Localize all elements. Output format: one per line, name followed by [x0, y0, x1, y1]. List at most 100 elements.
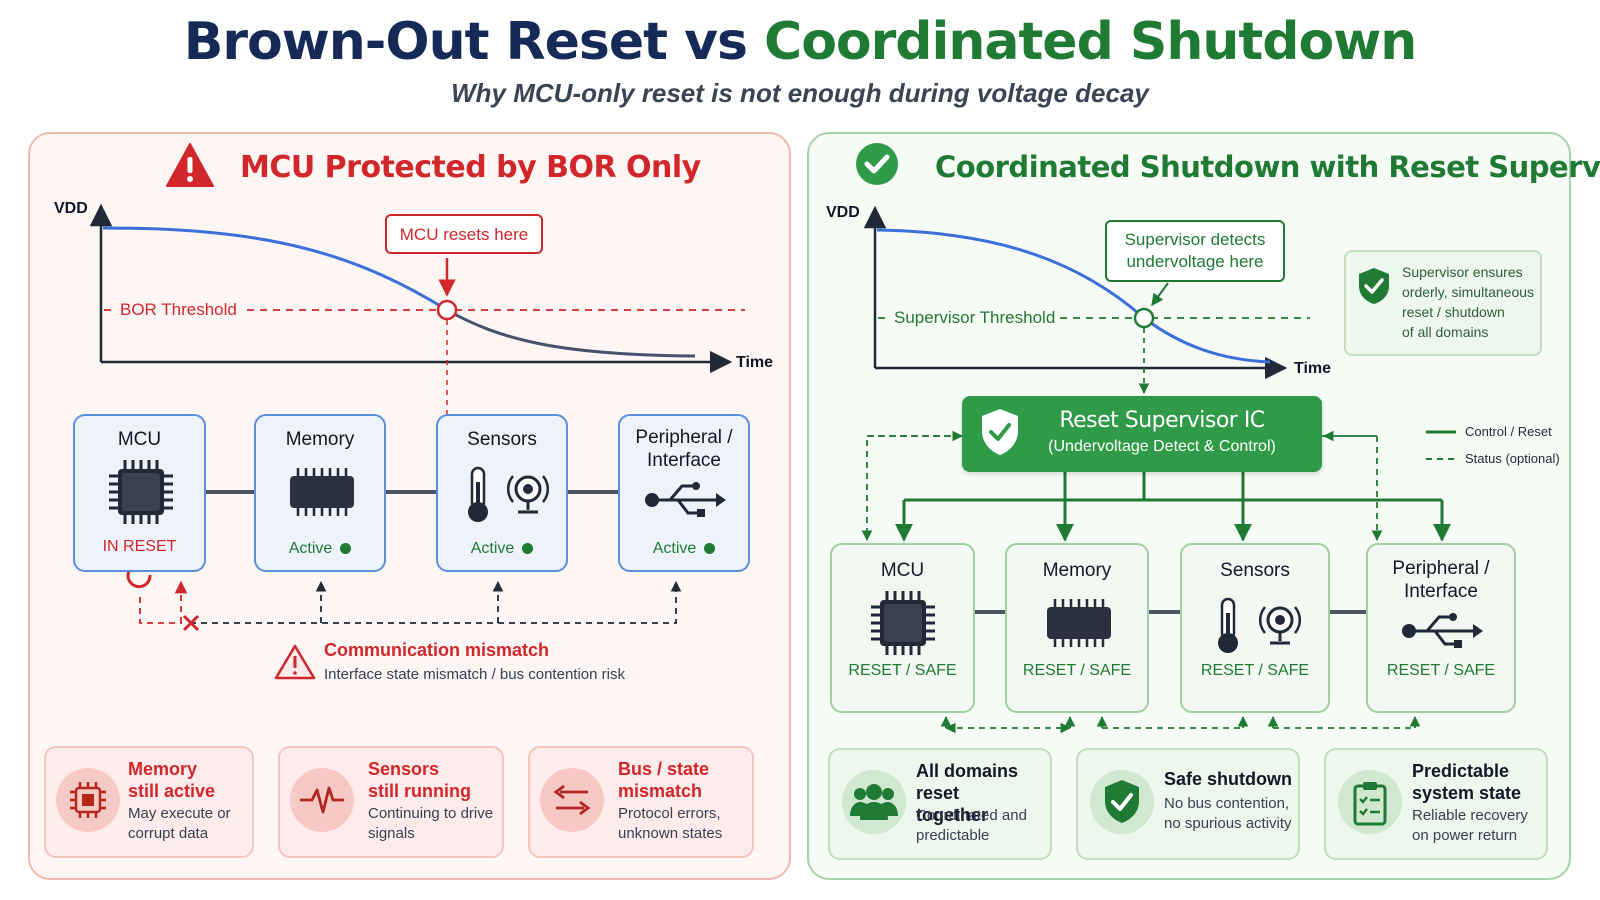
supervisor-title: Reset Supervisor IC	[1059, 408, 1265, 433]
active-dot	[522, 543, 534, 555]
peripheral-block-left: Peripheral / Interface Active	[618, 414, 750, 572]
card-icon-bg	[540, 768, 604, 832]
card-text-line-2: on power return	[1412, 827, 1518, 844]
control-tree	[861, 430, 1451, 542]
card-text-line-1: Continuing to drive	[368, 805, 494, 822]
card-icon-bg	[56, 768, 120, 832]
mcu-block-left: MCU IN RESET	[73, 414, 206, 572]
memory-block-left: Memory Active	[254, 414, 386, 572]
bor-trip-point	[436, 299, 458, 321]
block-name: Sensors	[467, 429, 537, 450]
communication-mismatch-text: Interface state mismatch / bus contentio…	[324, 666, 625, 683]
group-users-icon	[850, 784, 898, 820]
state-label: Active	[470, 540, 515, 557]
card-title: Safe shutdown	[1164, 768, 1292, 790]
left-panel-heading: MCU Protected by BOR Only	[240, 150, 701, 185]
page-title: Brown-Out Reset vs Coordinated Shutdown	[0, 12, 1600, 72]
block-name-line-1: Peripheral /	[635, 427, 733, 448]
card-icon-bg	[1338, 770, 1402, 834]
sensors-block-left: Sensors Active	[436, 414, 568, 572]
title-part-2: vs	[684, 12, 748, 72]
shield-check-icon	[1359, 268, 1389, 304]
note-line-1: Supervisor ensures	[1402, 264, 1523, 280]
note-text: Supervisor ensures orderly, simultaneous…	[1402, 262, 1540, 342]
card-title-line-1: Memory	[128, 759, 198, 779]
card-title-line-1: Predictable	[1412, 761, 1510, 781]
mcu-state: IN RESET	[102, 538, 177, 555]
block-name-line-2: Interface	[647, 450, 721, 471]
card-text-line-2: unknown states	[618, 825, 723, 842]
card-text: Reliable recovery on power return	[1412, 806, 1528, 846]
memory-block-right: Memory RESET / SAFE	[1005, 543, 1149, 713]
card-text-line-1: Reliable recovery	[1412, 807, 1528, 824]
card-title-line-1: Safe shutdown	[1164, 769, 1293, 789]
supervisor-subtitle: (Undervoltage Detect & Control)	[1048, 438, 1276, 455]
card-icon-bg	[290, 768, 354, 832]
card-text: May execute or corrupt data	[128, 804, 231, 844]
block-name: Memory	[1042, 560, 1112, 581]
left-status-paths	[126, 558, 682, 632]
card-title-line-2: still active	[128, 781, 216, 801]
checklist-clipboard-icon	[1353, 782, 1387, 826]
note-line-3: reset / shutdown	[1402, 304, 1505, 320]
card-text: Continuing to drive signals	[368, 804, 493, 844]
usb-icon	[645, 482, 726, 517]
thermometer-icon	[1218, 597, 1238, 653]
card-text-line-1: Protocol errors,	[618, 805, 721, 822]
mcu-chip-icon	[871, 591, 935, 655]
supervisor-note: Supervisor ensures orderly, simultaneous…	[1344, 250, 1542, 356]
block-name: Sensors	[1220, 560, 1290, 581]
left-x-axis-label: Time	[736, 354, 774, 371]
mcu-state: RESET / SAFE	[848, 662, 957, 679]
card-icon-bg	[842, 770, 906, 834]
supervisor-threshold-label: Supervisor Threshold	[890, 308, 1060, 328]
shield-check-icon	[982, 409, 1018, 455]
sensors-block-right: Sensors RESET / SAFE	[1180, 543, 1330, 713]
card-title-line-2: mismatch	[618, 781, 703, 801]
state-label: Active	[288, 540, 333, 557]
legend-control: Control / Reset	[1465, 424, 1552, 439]
memory-chip-icon	[1047, 599, 1111, 647]
memory-chip-icon	[290, 468, 354, 516]
card-text-line-2: signals	[368, 825, 415, 842]
card-text-line-2: corrupt data	[128, 825, 209, 842]
communication-mismatch-title: Communication mismatch	[324, 640, 550, 660]
vdd-curve-upper	[102, 226, 448, 312]
swap-arrows-icon	[553, 784, 591, 816]
card-text-line-1: Coordinated and	[916, 807, 1027, 824]
camera-sensor-icon	[506, 475, 550, 514]
mcu-resets-callout: MCU resets here	[385, 214, 543, 254]
block-name: Peripheral / Interface	[1368, 557, 1514, 603]
card-text-line-1: No bus contention,	[1164, 795, 1290, 812]
sensors-state: RESET / SAFE	[1200, 662, 1310, 679]
card-text-line-1: May execute or	[128, 805, 231, 822]
memory-state: Active	[256, 540, 384, 558]
memory-chip-icon	[70, 782, 106, 818]
card-title-line-1: Bus / state	[618, 759, 710, 779]
card-title-line-2: together	[916, 805, 988, 825]
right-x-axis-label: Time	[1294, 360, 1332, 377]
block-name-line-2: Interface	[1404, 581, 1478, 602]
block-name: MCU	[117, 429, 162, 450]
reset-supervisor-ic: Reset Supervisor IC (Undervoltage Detect…	[962, 396, 1322, 472]
communication-warning-icon	[274, 644, 316, 680]
mcu-chip-icon	[109, 460, 173, 524]
active-dot	[340, 543, 352, 555]
warning-triangle-icon	[166, 143, 214, 187]
card-title-line-1: All domains reset	[916, 761, 1019, 803]
active-dot	[704, 543, 716, 555]
card-title-line-2: still running	[368, 781, 471, 801]
title-part-1: Brown-Out Reset	[183, 12, 668, 72]
memory-state: RESET / SAFE	[1022, 662, 1132, 679]
block-name: Memory	[285, 429, 355, 450]
